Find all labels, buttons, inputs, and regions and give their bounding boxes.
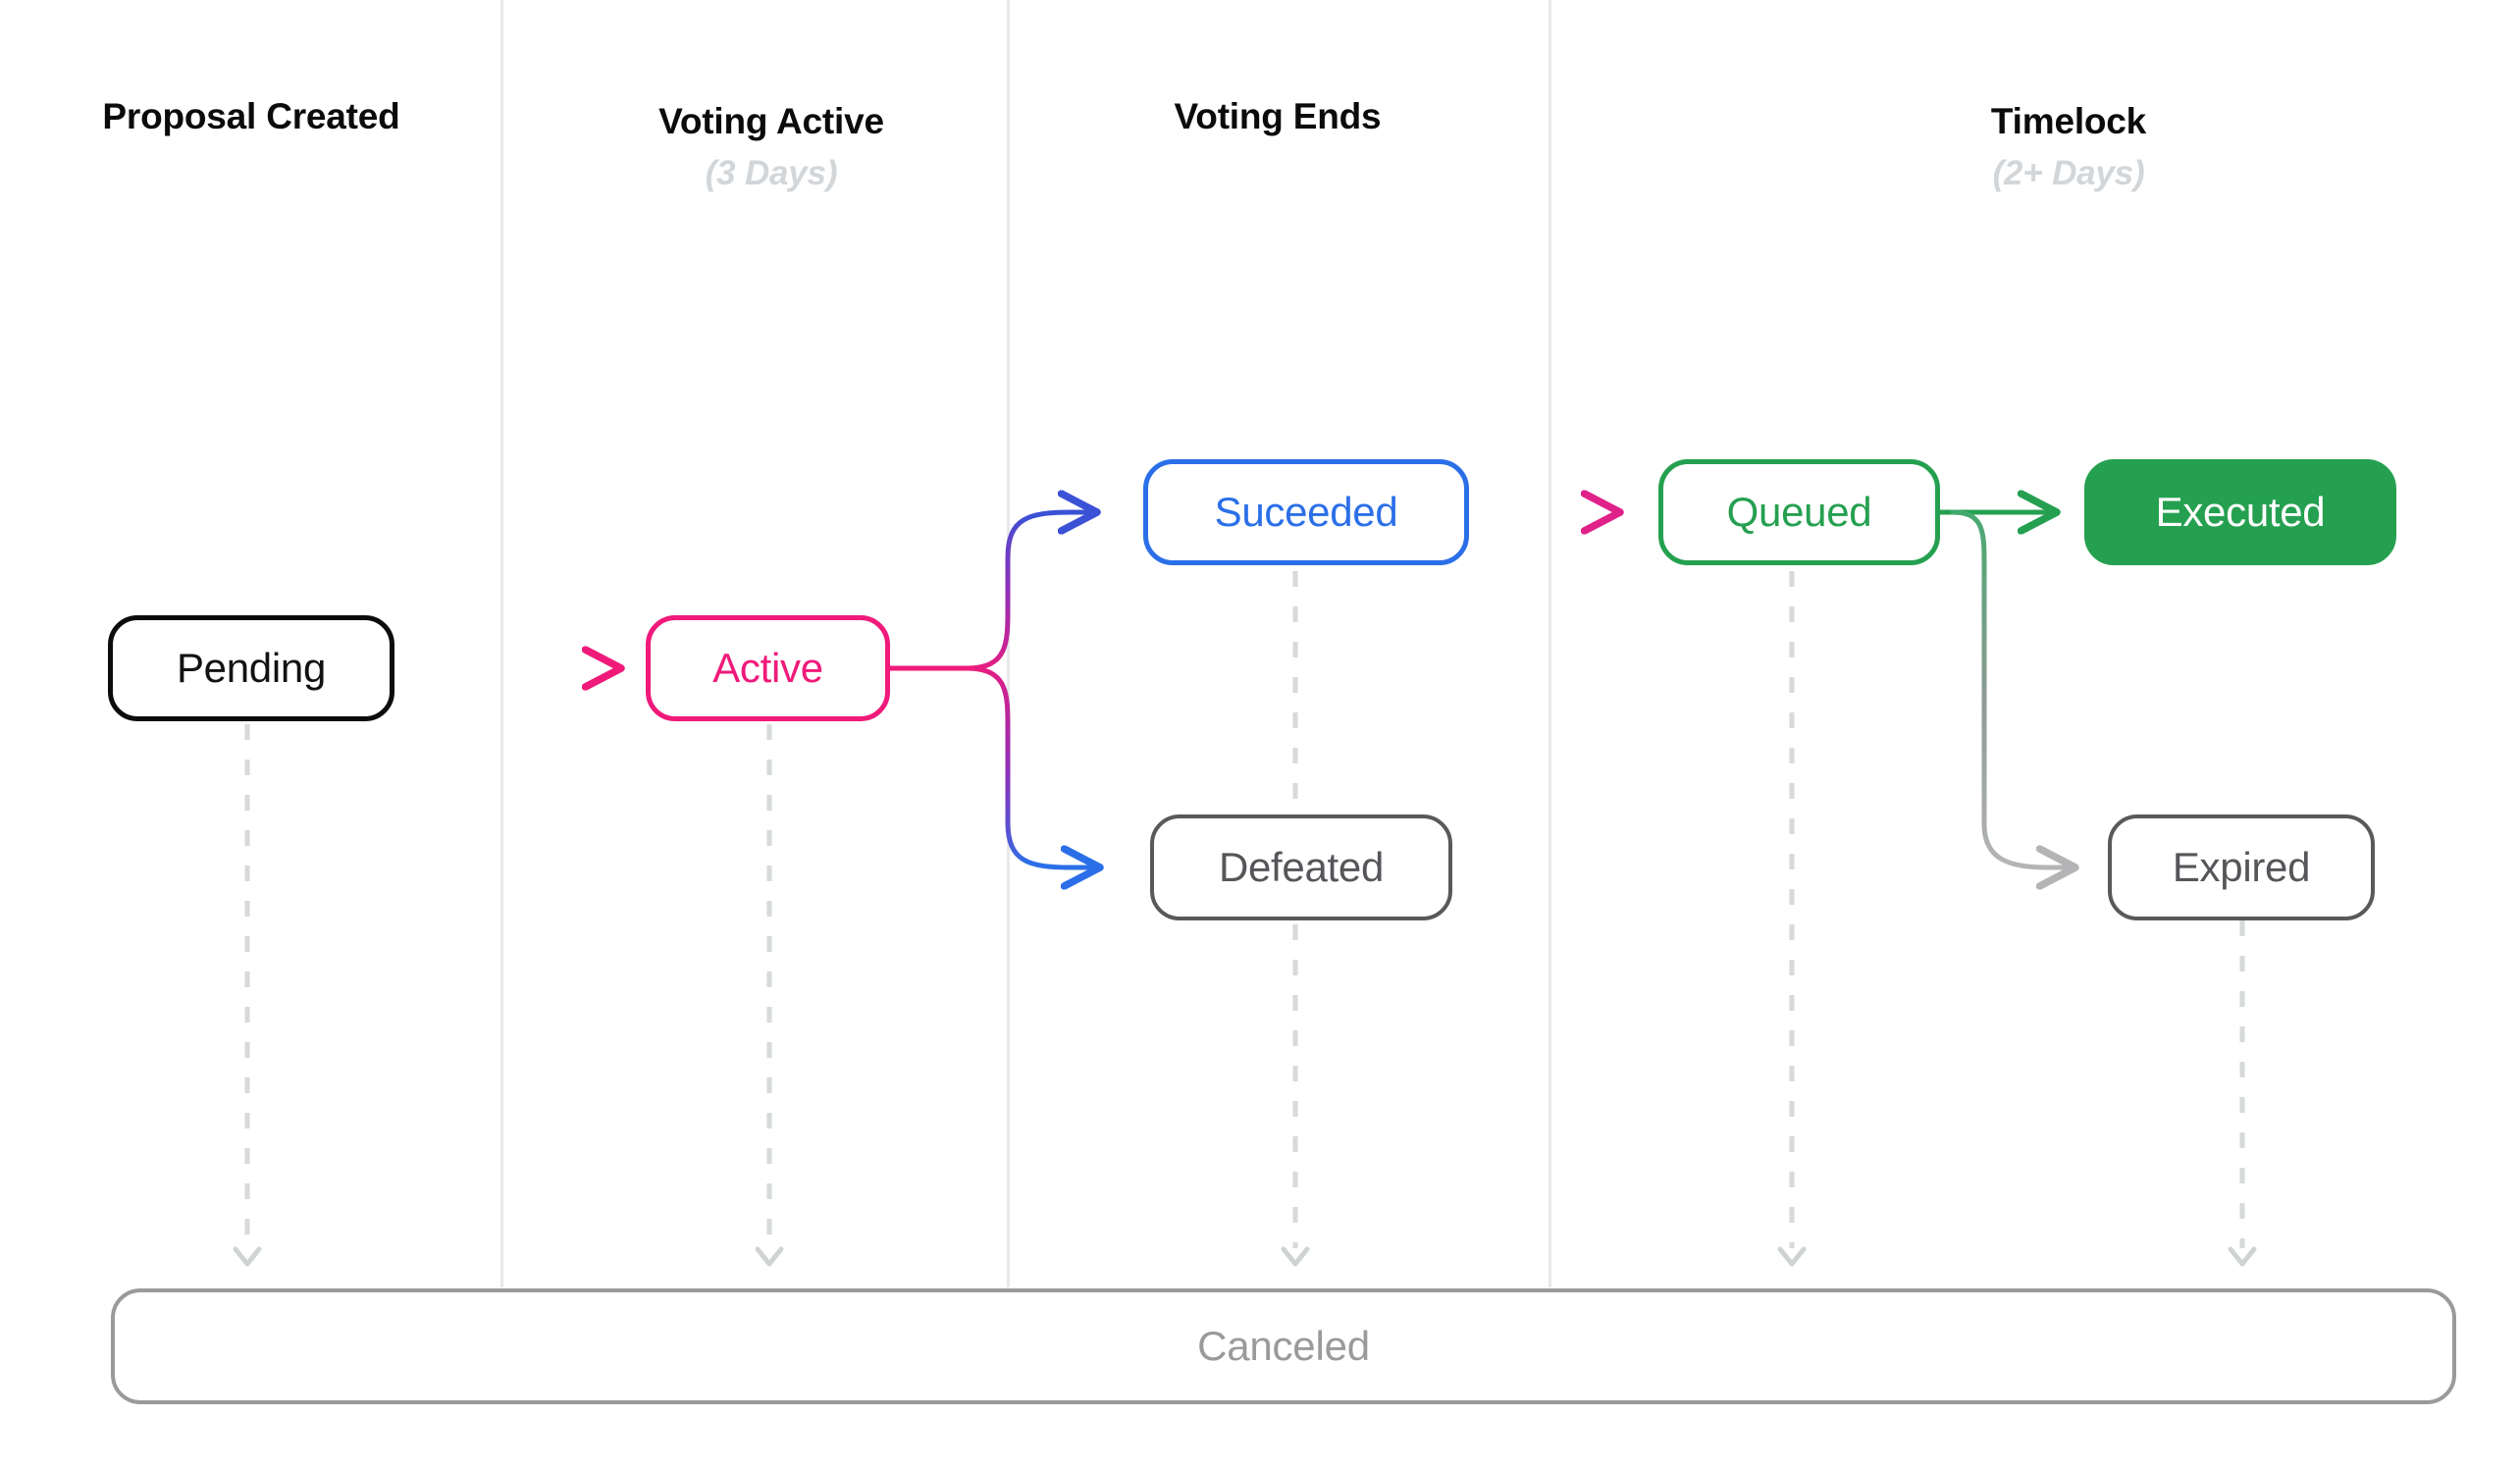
drop-arrow-active-icon (755, 1246, 784, 1267)
column-header-voting-ends: Voting Ends (1175, 96, 1382, 137)
node-executed[interactable]: Executed (2084, 459, 2396, 565)
node-label: Expired (2172, 844, 2311, 890)
node-active[interactable]: Active (646, 615, 890, 721)
edge-queued-to-expired (1950, 509, 2073, 867)
node-label: Queued (1726, 489, 1872, 535)
column-header-timelock: Timelock (2+ Days) (1991, 101, 2146, 193)
node-expired[interactable]: Expired (2108, 814, 2375, 920)
column-title: Voting Active (658, 101, 884, 141)
node-pending[interactable]: Pending (108, 615, 394, 721)
column-subtitle: (2+ Days) (1992, 154, 2145, 192)
drop-arrow-expired-icon (2228, 1246, 2257, 1267)
column-subtitle: (3 Days) (705, 154, 838, 192)
node-defeated[interactable]: Defeated (1150, 814, 1452, 920)
column-title: Proposal Created (102, 96, 400, 136)
node-canceled[interactable]: Canceled (111, 1288, 2456, 1404)
node-label: Canceled (1197, 1323, 1370, 1369)
node-label: Defeated (1218, 844, 1385, 890)
column-divider-3 (1549, 0, 1551, 1287)
node-label: Pending (176, 645, 327, 691)
column-divider-2 (1007, 0, 1010, 1287)
column-title: Timelock (1990, 101, 2147, 141)
drop-arrow-pending-icon (233, 1246, 262, 1267)
column-header-proposal-created: Proposal Created (102, 96, 399, 137)
node-queued[interactable]: Queued (1658, 459, 1940, 565)
drop-arrow-queued-icon (1777, 1246, 1807, 1267)
node-label: Executed (2155, 489, 2326, 535)
column-title: Voting Ends (1174, 96, 1382, 136)
node-label: Suceeded (1214, 489, 1398, 535)
column-divider-1 (500, 0, 503, 1287)
edge-active-to-defeated (964, 665, 1097, 867)
node-label: Active (712, 645, 823, 691)
drop-arrow-suceeded-icon (1281, 1246, 1310, 1267)
column-header-voting-active: Voting Active (3 Days) (658, 101, 884, 193)
edge-active-to-suceeded (964, 512, 1094, 671)
node-suceeded[interactable]: Suceeded (1143, 459, 1469, 565)
